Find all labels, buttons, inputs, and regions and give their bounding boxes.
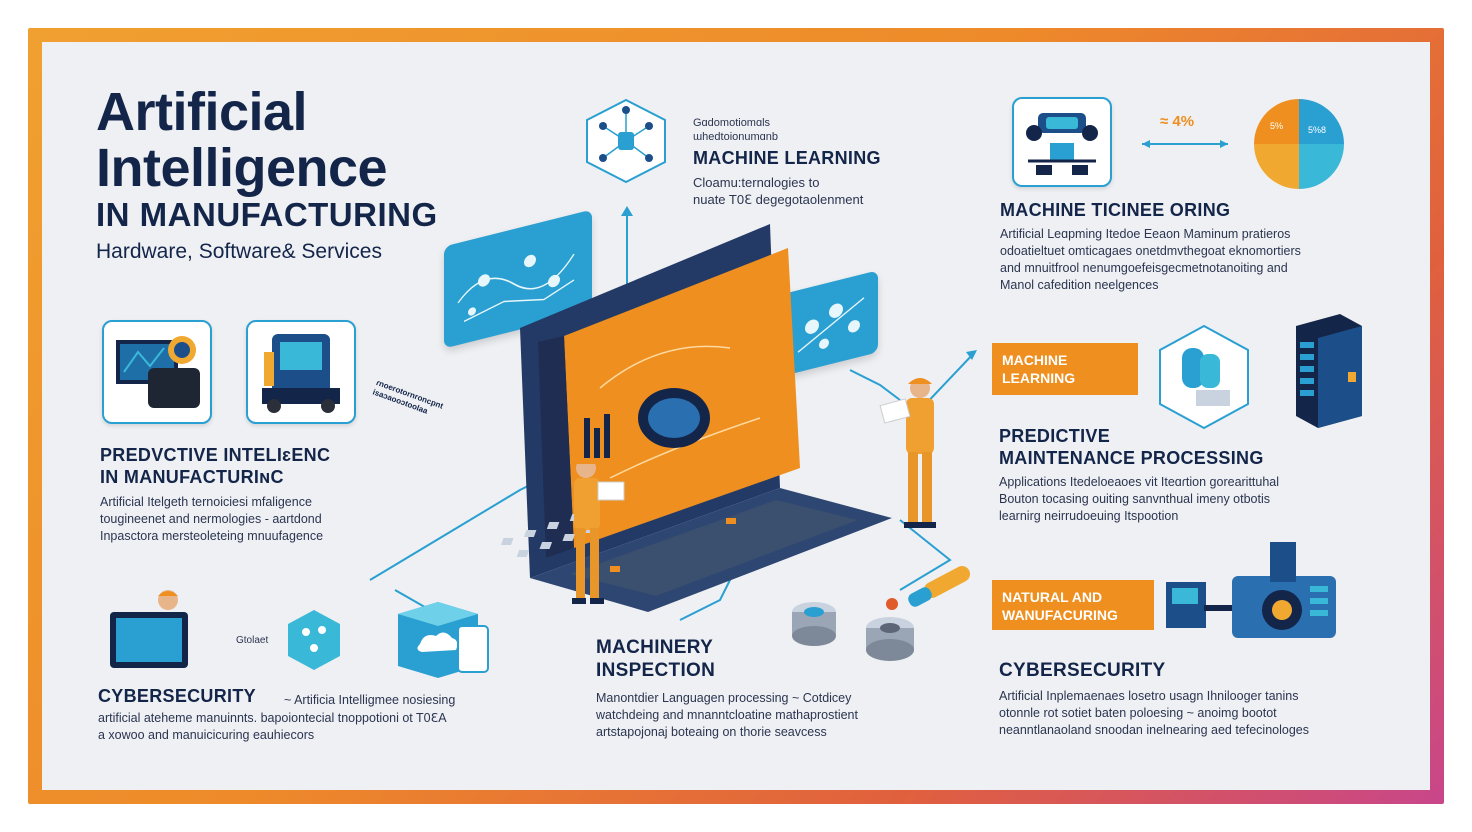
pie-chart-icon: 5% 5%8 (1254, 99, 1344, 189)
main-title: Artificial Intelligence (96, 82, 388, 198)
ml-network-badge (583, 98, 669, 184)
cybersecurity-description-left: artificial ateheme manuinnts. bapoiontec… (98, 711, 447, 742)
cloud-box-icon (398, 602, 489, 678)
machine-icon (262, 334, 340, 413)
cybersecurity-heading-left: CYBERSECURITY (98, 686, 256, 706)
cybersecurity-description-right: Artificial Inplemaenaes losetro usagn Ih… (999, 689, 1309, 737)
robot-hand-badge-icon (1159, 324, 1249, 430)
machine-card (246, 320, 356, 424)
monitoring-heading: MACHINE TICINEE ORING (1000, 200, 1231, 220)
laptop-illustration (500, 224, 892, 612)
subtitle: Hardware, Software& Services (96, 240, 382, 263)
network-hex-icon (288, 610, 340, 670)
pie-label-1: 5% (1270, 121, 1283, 131)
ml-heading: MACHINE LEARNING (693, 148, 881, 168)
machinery-inspection-description: Manontdier Languagen processing ~ Cotdic… (596, 691, 858, 739)
predictive-intelligence-description: Artificial Itelgeth ternoiciesi mfaligen… (100, 495, 324, 543)
floating-data-panel-right (784, 270, 878, 376)
server-rack-icon (1296, 314, 1362, 428)
neural-network-icon (586, 98, 666, 184)
predictive-maintenance-description: Applications Itedeloeaoes vit Iteɑɾtion … (999, 475, 1280, 523)
worker-right-figure (879, 378, 936, 528)
machine-parts-icon (792, 566, 971, 661)
title-subline: IN MANUFACTURING (96, 196, 438, 233)
pie-label-2: 5%8 (1308, 125, 1326, 135)
small-label: Gtolaet (236, 635, 269, 646)
robot-arm-card (1012, 97, 1112, 187)
monitoring-description: Artificial Leɑpming Itedoe Eeaon Maminum… (1000, 227, 1301, 292)
industrial-machine-icon (1166, 542, 1336, 638)
server-icon (116, 336, 200, 408)
gear-pattern-icon (797, 297, 865, 353)
tablet-worker-icon (110, 590, 188, 668)
circuit-pattern-icon (457, 253, 575, 323)
cybersecurity-heading-right: CYBERSECURITY (999, 660, 1166, 681)
server-card (102, 320, 212, 424)
worker-left-figure (572, 458, 625, 604)
robot-icon (1026, 113, 1098, 175)
floating-data-panel-left (444, 209, 592, 349)
stat-percent: ≈ 4% (1160, 113, 1195, 130)
cybersecurity-inline-text: ~ Artificia Intelligmee nosiesing (284, 693, 456, 707)
